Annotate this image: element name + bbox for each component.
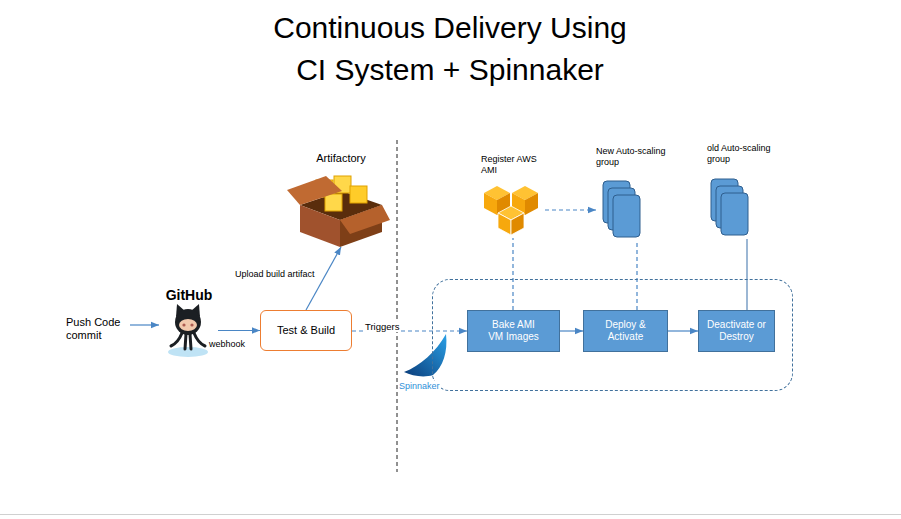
instance-card bbox=[613, 195, 640, 237]
edge-label-holder: Triggers bbox=[364, 316, 401, 334]
connector bbox=[512, 238, 513, 310]
stage-box: Deactivate or Destroy bbox=[698, 310, 775, 352]
push-arrow bbox=[130, 324, 159, 325]
edge-label-holder: Upload build artifact bbox=[234, 263, 316, 281]
box-cube bbox=[325, 194, 342, 211]
region-caption: Spinnaker bbox=[398, 381, 441, 392]
octocat-eye bbox=[182, 323, 185, 326]
edge-label: Triggers bbox=[364, 321, 401, 332]
octocat-face bbox=[179, 319, 197, 331]
stage-box: Deploy & Activate bbox=[583, 310, 668, 352]
ami-node: Register AWS AMI bbox=[481, 154, 545, 238]
node-label: Deactivate or Destroy bbox=[704, 319, 770, 343]
node-label: Register AWS AMI bbox=[481, 154, 545, 176]
asg-node: old Auto-scaling group bbox=[707, 143, 787, 239]
edge-label: Upload build artifact bbox=[234, 269, 316, 280]
octocat-eye bbox=[190, 323, 193, 326]
octocat-head bbox=[175, 309, 201, 335]
bottom-rule bbox=[0, 514, 901, 515]
instance-card bbox=[721, 193, 748, 235]
note-holder: Push Code commit bbox=[66, 316, 128, 342]
box-flap bbox=[340, 205, 390, 234]
box-flap bbox=[287, 176, 342, 205]
node-label: old Auto-scaling group bbox=[707, 143, 787, 165]
octocat-legs bbox=[171, 333, 205, 349]
node-label: Artifactory bbox=[292, 152, 390, 165]
aws-cube-left bbox=[498, 213, 511, 235]
pipeline-region: SpinnakerBake AMI VM ImagesDeploy & Acti… bbox=[432, 279, 793, 391]
connector bbox=[668, 330, 698, 331]
aws-cube-right bbox=[511, 213, 524, 235]
divider-line bbox=[397, 140, 398, 472]
aws-cube-right bbox=[525, 193, 538, 215]
node-label: Deploy & Activate bbox=[600, 319, 652, 343]
box-cube bbox=[350, 186, 367, 203]
connector bbox=[545, 209, 596, 210]
edge-label-holder: webhook bbox=[208, 333, 246, 351]
connector bbox=[746, 239, 747, 310]
stage-box: Bake AMI VM Images bbox=[467, 310, 560, 352]
connector bbox=[218, 330, 260, 331]
note-label: Push Code commit bbox=[66, 316, 128, 342]
node-label: GitHub bbox=[160, 287, 218, 304]
aws-cube-left bbox=[484, 193, 497, 215]
octocat-puddle bbox=[168, 347, 208, 357]
artifactory-node: Artifactory bbox=[292, 152, 390, 247]
asg-node: New Auto-scaling group bbox=[596, 146, 678, 240]
node-label: Bake AMI VM Images bbox=[486, 319, 542, 343]
node-label: Test & Build bbox=[266, 324, 346, 337]
box-front bbox=[300, 205, 340, 247]
connector bbox=[560, 330, 583, 331]
process-box: Test & Build bbox=[260, 310, 352, 351]
diagram-title: Continuous Delivery Using CI System + Sp… bbox=[265, 7, 635, 91]
edge-label: webhook bbox=[208, 339, 246, 350]
spinnaker-logo bbox=[404, 334, 446, 376]
node-label: New Auto-scaling group bbox=[596, 146, 678, 168]
connector bbox=[636, 240, 637, 310]
